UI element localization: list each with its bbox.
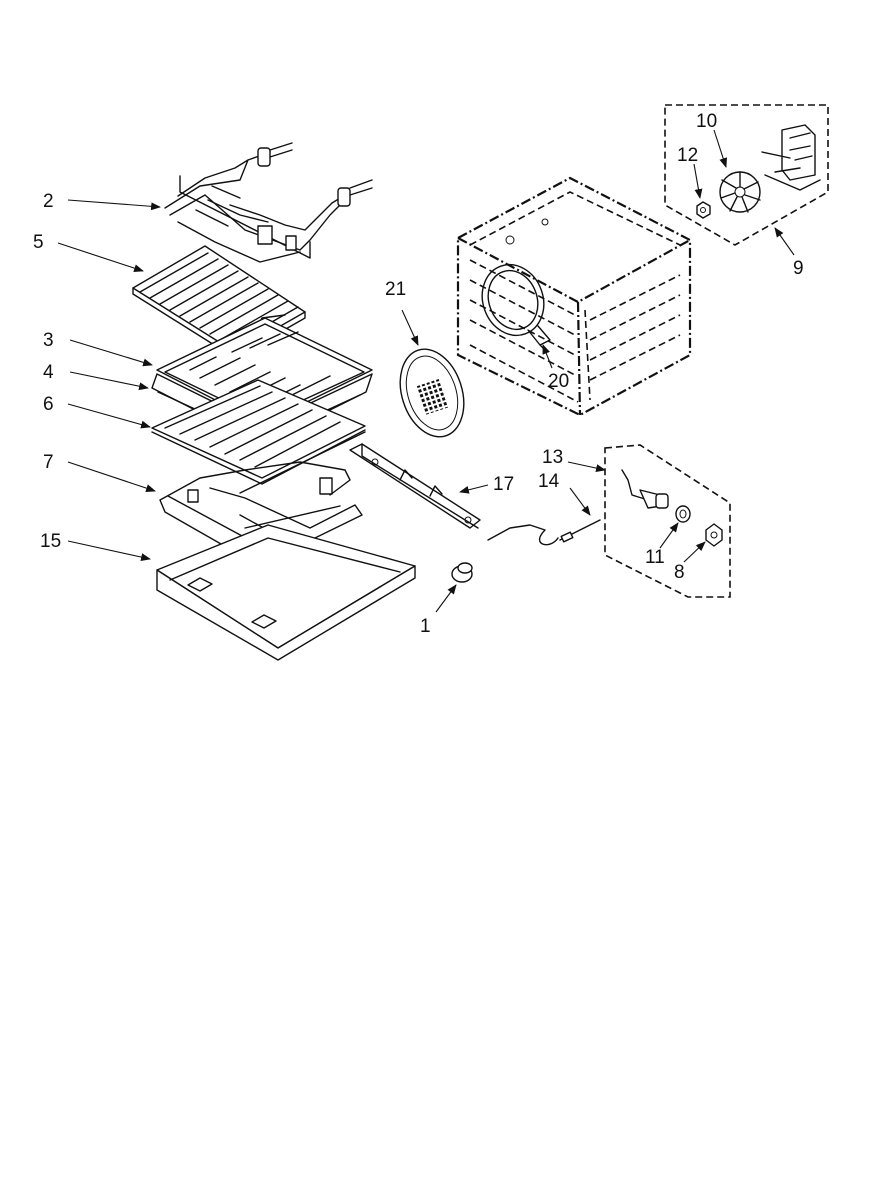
callout-6: 6 (43, 394, 54, 415)
fan-blade-icon (719, 171, 761, 213)
oven-cavity (456, 176, 692, 417)
part-broil-element (164, 142, 373, 263)
callout-5: 5 (33, 232, 44, 253)
part-fan-cover (399, 348, 465, 438)
callout-labels: 1 2 3 4 5 6 7 8 9 10 11 12 13 14 15 17 2… (33, 111, 804, 637)
callout-12: 12 (677, 145, 698, 166)
callout-9: 9 (793, 258, 804, 279)
callout-3: 3 (43, 330, 54, 351)
callout-21: 21 (385, 279, 406, 300)
callout-17: 17 (493, 474, 514, 495)
callout-15: 15 (40, 531, 61, 552)
callout-11: 11 (645, 547, 665, 568)
part-meat-probe (487, 519, 601, 546)
part-bracket (349, 443, 481, 529)
callout-14: 14 (538, 471, 560, 492)
part-oven-rack (151, 379, 366, 494)
callout-20: 20 (548, 371, 569, 392)
convection-fan-motor-assembly (664, 104, 829, 246)
callout-7: 7 (43, 452, 54, 473)
callout-8: 8 (674, 562, 685, 583)
probe-jack-assembly (604, 444, 731, 598)
callout-10: 10 (696, 111, 717, 132)
callout-1: 1 (420, 616, 431, 637)
callout-2: 2 (43, 191, 54, 212)
callout-13: 13 (542, 447, 563, 468)
part-tray (156, 524, 416, 661)
part-clip (451, 562, 473, 583)
callout-4: 4 (43, 362, 54, 383)
leader-lines (57, 129, 795, 613)
